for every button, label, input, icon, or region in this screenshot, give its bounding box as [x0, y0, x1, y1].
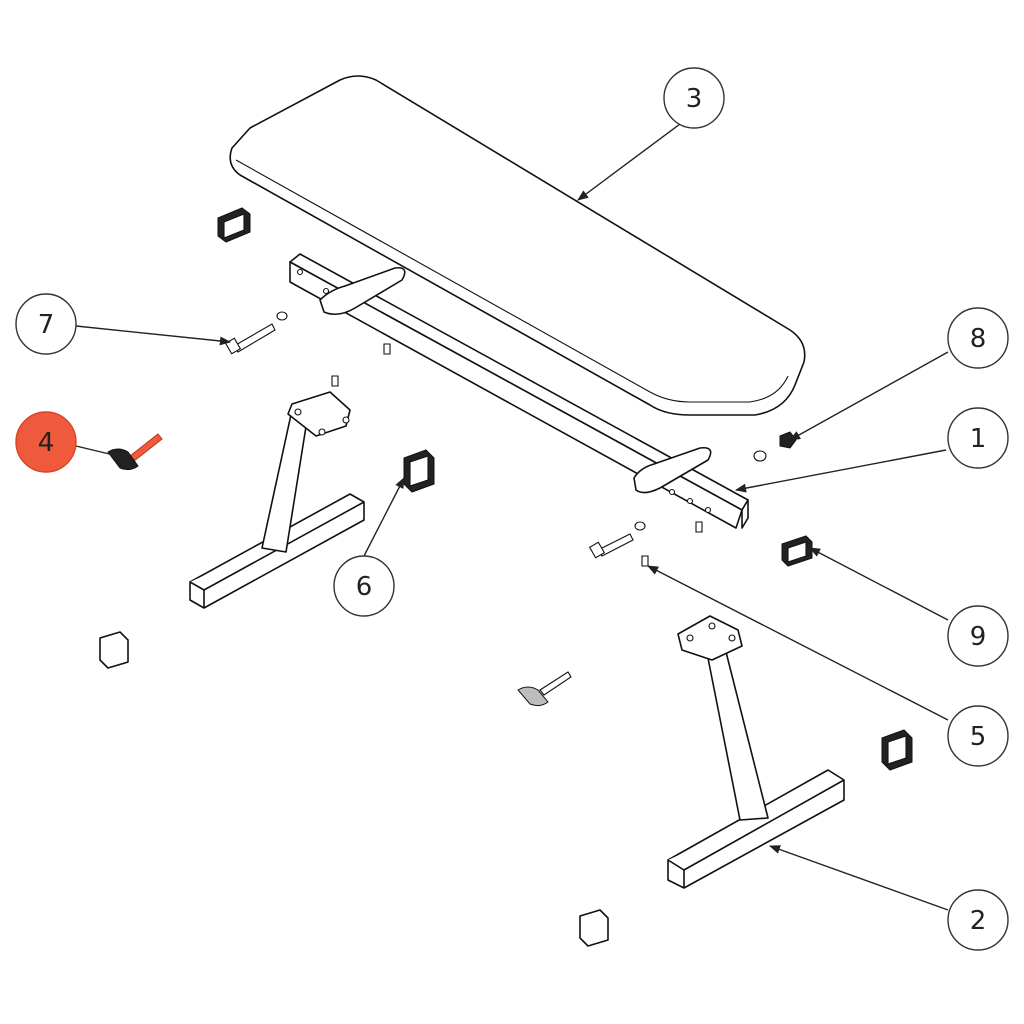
- leader-1: [734, 449, 947, 493]
- callout-3[interactable]: 3: [663, 67, 725, 129]
- leader-2: [768, 845, 949, 911]
- callout-6[interactable]: 6: [333, 555, 395, 617]
- leader-6: [363, 477, 405, 557]
- small-screws: [331, 343, 703, 567]
- callout-3-label: 3: [686, 84, 703, 114]
- main-rail: [289, 253, 749, 529]
- callout-8[interactable]: 8: [947, 307, 1009, 369]
- callout-2-label: 2: [970, 906, 987, 936]
- knob-pin: [517, 671, 572, 707]
- callout-9[interactable]: 9: [947, 605, 1009, 667]
- leader-4: [75, 445, 128, 461]
- callout-9-label: 9: [970, 622, 987, 652]
- callout-1[interactable]: 1: [947, 407, 1009, 469]
- callout-5[interactable]: 5: [947, 705, 1009, 767]
- leader-9: [809, 547, 949, 621]
- leader-7: [75, 325, 232, 346]
- callout-5-label: 5: [970, 722, 987, 752]
- bolt-right: [588, 521, 646, 559]
- callout-2[interactable]: 2: [947, 889, 1009, 951]
- right-leg-frame: [667, 615, 845, 889]
- bolt-left: [224, 311, 288, 355]
- callout-4-label: 4: [38, 428, 55, 458]
- nut-washer: [753, 431, 797, 462]
- knob-pin-highlighted: [107, 433, 163, 471]
- callout-6-label: 6: [356, 572, 373, 602]
- leader-3: [577, 123, 681, 201]
- seat-pad: [229, 75, 806, 416]
- callout-7[interactable]: 7: [15, 293, 77, 355]
- callout-7-label: 7: [38, 310, 55, 340]
- left-leg-frame: [189, 391, 365, 609]
- end-caps: [99, 207, 913, 947]
- callout-8-label: 8: [970, 324, 987, 354]
- leader-8: [789, 351, 949, 441]
- callout-4[interactable]: 4: [15, 411, 77, 473]
- leader-5: [647, 565, 949, 721]
- callout-1-label: 1: [970, 424, 987, 454]
